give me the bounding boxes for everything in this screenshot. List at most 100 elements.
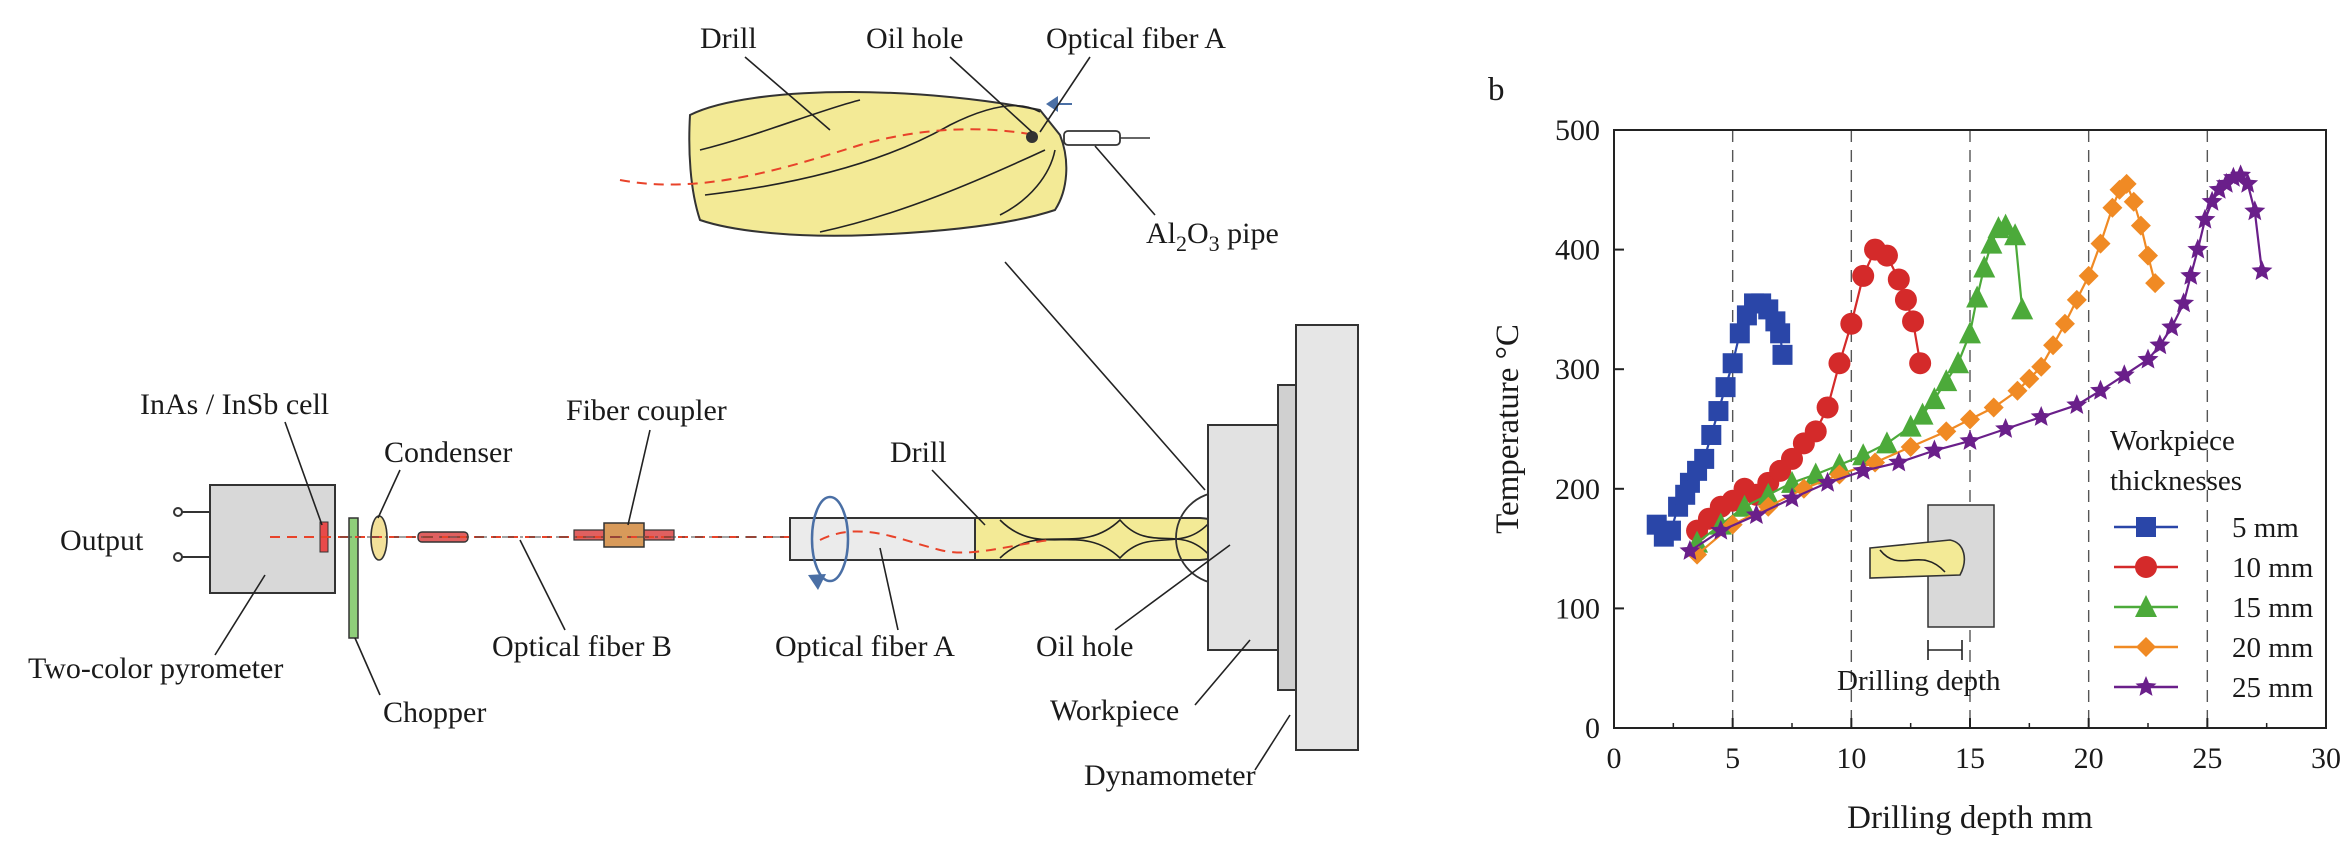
legend-entry: 20 mm xyxy=(2232,632,2314,664)
data-point xyxy=(2090,233,2111,254)
data-point xyxy=(1959,430,1981,450)
data-point xyxy=(1757,482,1780,505)
legend-title-line1: Workpiece xyxy=(2110,425,2235,457)
data-point xyxy=(2007,380,2028,401)
data-point xyxy=(2137,348,2159,369)
data-point xyxy=(1817,471,1839,492)
label-two-color-pyrometer: Two-color pyrometer xyxy=(28,652,283,685)
drill-shank xyxy=(789,517,976,561)
chart-series xyxy=(1646,164,2273,565)
data-point xyxy=(1701,424,1722,445)
data-point xyxy=(2066,394,2088,414)
label-output: Output xyxy=(60,524,144,557)
data-point xyxy=(2130,215,2151,236)
data-point xyxy=(1900,436,1921,457)
legend-entry: 15 mm xyxy=(2232,592,2314,624)
y-tick-label: 300 xyxy=(1555,353,1600,386)
data-point xyxy=(2208,178,2230,199)
y-tick-label: 200 xyxy=(1555,473,1600,506)
data-point xyxy=(1994,213,2017,236)
x-tick-label: 20 xyxy=(2074,742,2104,775)
data-point xyxy=(2251,260,2273,280)
rotation-arrow-icon xyxy=(810,495,850,583)
x-tick-label: 10 xyxy=(1836,742,1866,775)
enlarged-drill xyxy=(619,90,1150,237)
label-condenser: Condenser xyxy=(384,436,512,469)
data-point xyxy=(1793,478,1814,499)
pyrometer-box xyxy=(209,484,336,594)
label-drill-mid: Drill xyxy=(890,436,947,469)
data-point xyxy=(2201,190,2223,211)
label-drill-top: Drill xyxy=(700,22,757,55)
data-point xyxy=(1973,255,1996,278)
label-optical-fiber-b: Optical fiber B xyxy=(492,630,672,663)
data-point xyxy=(1935,369,1958,392)
series-4 xyxy=(1679,164,2273,560)
legend-marker xyxy=(2136,637,2156,657)
data-point xyxy=(1875,431,1898,454)
drill-body xyxy=(974,517,1242,561)
data-point xyxy=(2138,245,2158,266)
data-point xyxy=(2030,406,2052,426)
y-axis-label: Temperature °C xyxy=(1490,324,1526,534)
x-tick-label: 0 xyxy=(1607,742,1622,775)
data-point xyxy=(2180,264,2202,285)
data-point xyxy=(1923,387,1946,410)
legend-entry: 25 mm xyxy=(2232,672,2314,704)
data-point xyxy=(1960,409,1980,430)
label-dynamometer: Dynamometer xyxy=(1084,759,1256,792)
legend-marker xyxy=(2135,556,2157,578)
data-point xyxy=(2011,297,2034,320)
data-point xyxy=(1715,377,1736,398)
data-point xyxy=(1966,285,1989,308)
data-point xyxy=(1840,312,1863,335)
data-point xyxy=(1899,414,1922,437)
chopper-plate xyxy=(348,517,359,639)
label-fiber-coupler: Fiber coupler xyxy=(566,394,727,427)
panel-label: b xyxy=(1488,72,1505,108)
data-point xyxy=(1980,231,2003,254)
data-point xyxy=(1887,268,1910,291)
x-tick-label: 25 xyxy=(2192,742,2222,775)
data-point xyxy=(1923,439,1945,460)
data-point xyxy=(1722,353,1743,374)
legend-marker xyxy=(2135,595,2157,617)
data-point xyxy=(1947,351,1970,374)
workpiece-shape xyxy=(1207,424,1279,651)
label-optical-fiber-a-top: Optical fiber A xyxy=(1046,22,1226,55)
data-point xyxy=(1745,504,1767,524)
data-point xyxy=(2031,356,2052,377)
data-point xyxy=(2116,173,2137,194)
dynamometer-block xyxy=(1295,324,1359,751)
data-point xyxy=(1894,288,1917,311)
al2o3-pipe-shape xyxy=(1063,130,1121,146)
data-point xyxy=(2054,313,2075,334)
data-point xyxy=(1733,494,1756,517)
data-point xyxy=(2123,191,2144,212)
data-point xyxy=(1772,344,1793,365)
data-point xyxy=(1911,402,1934,425)
y-tick-label: 400 xyxy=(1555,234,1600,267)
inset-drilling-depth: Drilling depth xyxy=(1837,504,2001,697)
data-point xyxy=(1875,244,1898,267)
data-point xyxy=(2113,364,2135,385)
data-point xyxy=(1828,352,1851,375)
data-point xyxy=(1804,462,1827,485)
legend-title-line2: thicknesses xyxy=(2110,465,2242,497)
data-point xyxy=(1710,519,1732,540)
data-point xyxy=(1679,540,1701,560)
label-optical-fiber-a-mid: Optical fiber A xyxy=(775,630,955,663)
data-point xyxy=(1828,452,1851,475)
data-point xyxy=(1804,420,1827,443)
y-tick-label: 100 xyxy=(1555,592,1600,625)
data-point xyxy=(2237,172,2259,193)
legend-marker xyxy=(2136,517,2156,537)
data-point xyxy=(1983,397,2004,418)
data-point xyxy=(1694,448,1715,469)
data-point xyxy=(2244,200,2266,221)
label-inas-insb-cell: InAs / InSb cell xyxy=(140,388,329,421)
data-point xyxy=(1995,418,2017,438)
data-point xyxy=(1708,401,1729,422)
